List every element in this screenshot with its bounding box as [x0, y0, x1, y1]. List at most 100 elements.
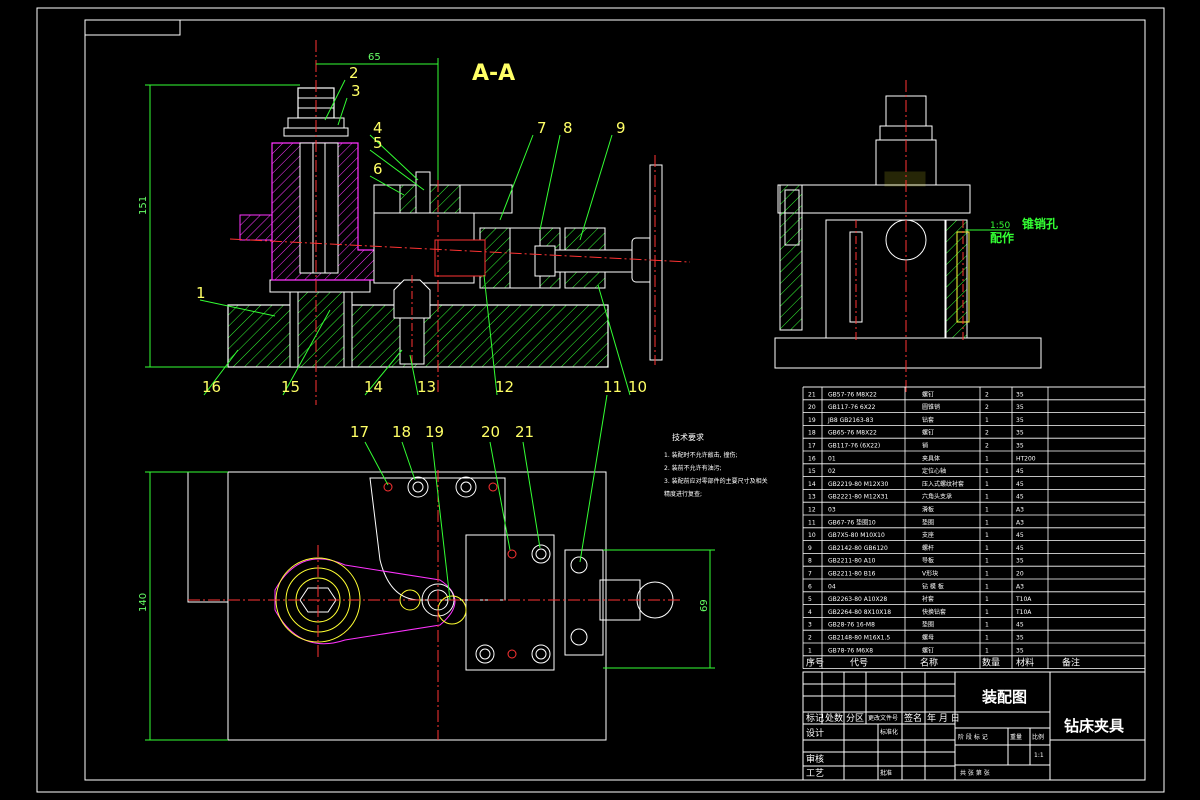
- bom-row-name: 螺杆: [922, 544, 934, 552]
- bom-row-no: 15: [808, 468, 816, 475]
- bom-row-qty: 1: [985, 622, 989, 629]
- approve-label: 批准: [880, 769, 892, 777]
- bom-row-material: 35: [1016, 417, 1024, 424]
- bom-row-material: 45: [1016, 532, 1024, 539]
- bom-row-name: 销: [922, 442, 928, 450]
- title-block: 标记 处数 分区 更改文件号 签名 年 月 日 设计 审核 工艺 标准化 批准 …: [802, 671, 1146, 781]
- bom-row-no: 5: [808, 596, 812, 603]
- bom-row-qty: 1: [985, 647, 989, 654]
- bom-row-code: GB2211-80 A10: [828, 558, 876, 565]
- tech-notes: 技术要求 1. 装配时不允许敲击, 撞伤; 2. 装前不允许有油污; 3. 装配…: [664, 432, 768, 498]
- bom-row-code: GB2219-80 M12X30: [828, 481, 888, 488]
- bom-row-material: 45: [1016, 468, 1024, 475]
- bom-row-name: 六角头支承: [922, 493, 952, 501]
- bom-row-material: 45: [1016, 545, 1024, 552]
- part-label-3: 3: [351, 82, 361, 100]
- bom-row-code: 03: [828, 507, 836, 514]
- standard-label: 标准化: [880, 728, 898, 736]
- bom-row-material: 45: [1016, 622, 1024, 629]
- bom-row-name: 滑板: [922, 506, 934, 514]
- part-label-11: 11: [603, 378, 622, 396]
- bom-row-code: GB78-76 M6X8: [828, 647, 873, 654]
- tech-note-4: 精度进行复查;: [664, 490, 702, 498]
- bom-row-no: 7: [808, 571, 812, 578]
- bom-row-code: GB57-76 M8X22: [828, 391, 877, 398]
- rev-count: 处数: [825, 712, 843, 724]
- bom-header-material: 材料: [1016, 657, 1034, 669]
- rev-mark: 标记: [806, 712, 824, 724]
- part-label-9: 9: [616, 119, 626, 137]
- bom-row-qty: 2: [985, 443, 989, 450]
- bom-row-code: GB117-76 (6X22): [828, 443, 880, 450]
- bom-header-code: 代号: [850, 658, 868, 669]
- bom-row-qty: 2: [985, 404, 989, 411]
- rev-date: 年 月 日: [927, 712, 960, 724]
- weight-label: 重量: [1010, 733, 1022, 741]
- bom-row-code: GB2211-80 B16: [828, 571, 876, 578]
- bom-row-code: GB117-76 6X22: [828, 404, 876, 411]
- sheet-info: 共 张 第 张: [960, 769, 990, 777]
- bom-row-qty: 1: [985, 635, 989, 642]
- part-label-12: 12: [495, 378, 514, 396]
- bom-header-qty: 数量: [982, 657, 1000, 669]
- bom-row-material: 35: [1016, 558, 1024, 565]
- bom-row-qty: 1: [985, 494, 989, 501]
- bom-row-no: 18: [808, 430, 816, 437]
- bom-row-name: 导板: [922, 557, 934, 565]
- part-label-4: 4: [373, 119, 383, 137]
- bom-row-code: JB8 GB2163-83: [827, 417, 874, 424]
- bom-header-remark: 备注: [1062, 657, 1080, 669]
- part-label-19: 19: [425, 423, 444, 441]
- bom-row-no: 19: [808, 417, 816, 424]
- tech-note-2: 2. 装前不允许有油污;: [664, 464, 722, 472]
- part-label-5: 5: [373, 134, 383, 152]
- part-label-2: 2: [349, 64, 359, 82]
- part-label-8: 8: [563, 119, 573, 137]
- bom-row-qty: 1: [985, 532, 989, 539]
- bom-row-name: V形块: [922, 570, 938, 578]
- bom-row-material: 35: [1016, 430, 1024, 437]
- bom-row-material: 35: [1016, 443, 1024, 450]
- bom-row-name: 螺钉: [922, 390, 934, 398]
- bom-row-material: T10A: [1015, 596, 1032, 603]
- bom-row-no: 13: [808, 494, 816, 501]
- bom-row-no: 16: [808, 455, 816, 462]
- bom-row-qty: 2: [985, 391, 989, 398]
- corner-box: [84, 19, 181, 36]
- rev-zone: 分区: [846, 713, 864, 724]
- part-label-21: 21: [515, 423, 534, 441]
- bom-row-material: 35: [1016, 391, 1024, 398]
- bom-row-no: 8: [808, 558, 812, 565]
- bom-row-qty: 1: [985, 571, 989, 578]
- scale-label: 比例: [1032, 733, 1044, 741]
- bom-row-name: 衬套: [922, 595, 934, 603]
- bom-row-material: A3: [1016, 583, 1024, 590]
- bom-row-name: 垫圈: [922, 621, 934, 629]
- bom-row-code: GB65-76 M8X22: [828, 430, 877, 437]
- part-label-10: 10: [628, 378, 647, 396]
- drawing-name: 装配图: [981, 688, 1027, 706]
- outer-border: [36, 7, 1165, 793]
- bom-header-no: 序号: [806, 657, 824, 669]
- rev-sign: 签名: [904, 712, 922, 724]
- scale-value: 1:1: [1034, 752, 1044, 759]
- part-label-20: 20: [481, 423, 500, 441]
- bom-row-qty: 1: [985, 455, 989, 462]
- rev-doc: 更改文件号: [868, 714, 898, 722]
- bom-row-name: 圆锥销: [922, 403, 940, 411]
- bom-row-material: A3: [1016, 519, 1024, 526]
- bom-row-qty: 1: [985, 558, 989, 565]
- bom-row-no: 6: [808, 583, 812, 590]
- bom-row-name: 螺钉: [922, 646, 934, 654]
- bom-row-material: 45: [1016, 494, 1024, 501]
- bom-row-no: 12: [808, 507, 816, 514]
- part-label-1: 1: [196, 284, 206, 302]
- bom-row-material: A3: [1016, 507, 1024, 514]
- bom-row-code: GB67-76 垫圈10: [828, 518, 876, 526]
- bom-row-name: 压入式螺纹衬套: [922, 480, 964, 488]
- pin-note-text2: 配作: [990, 230, 1014, 245]
- bom-row-name: 定位心轴: [922, 467, 946, 475]
